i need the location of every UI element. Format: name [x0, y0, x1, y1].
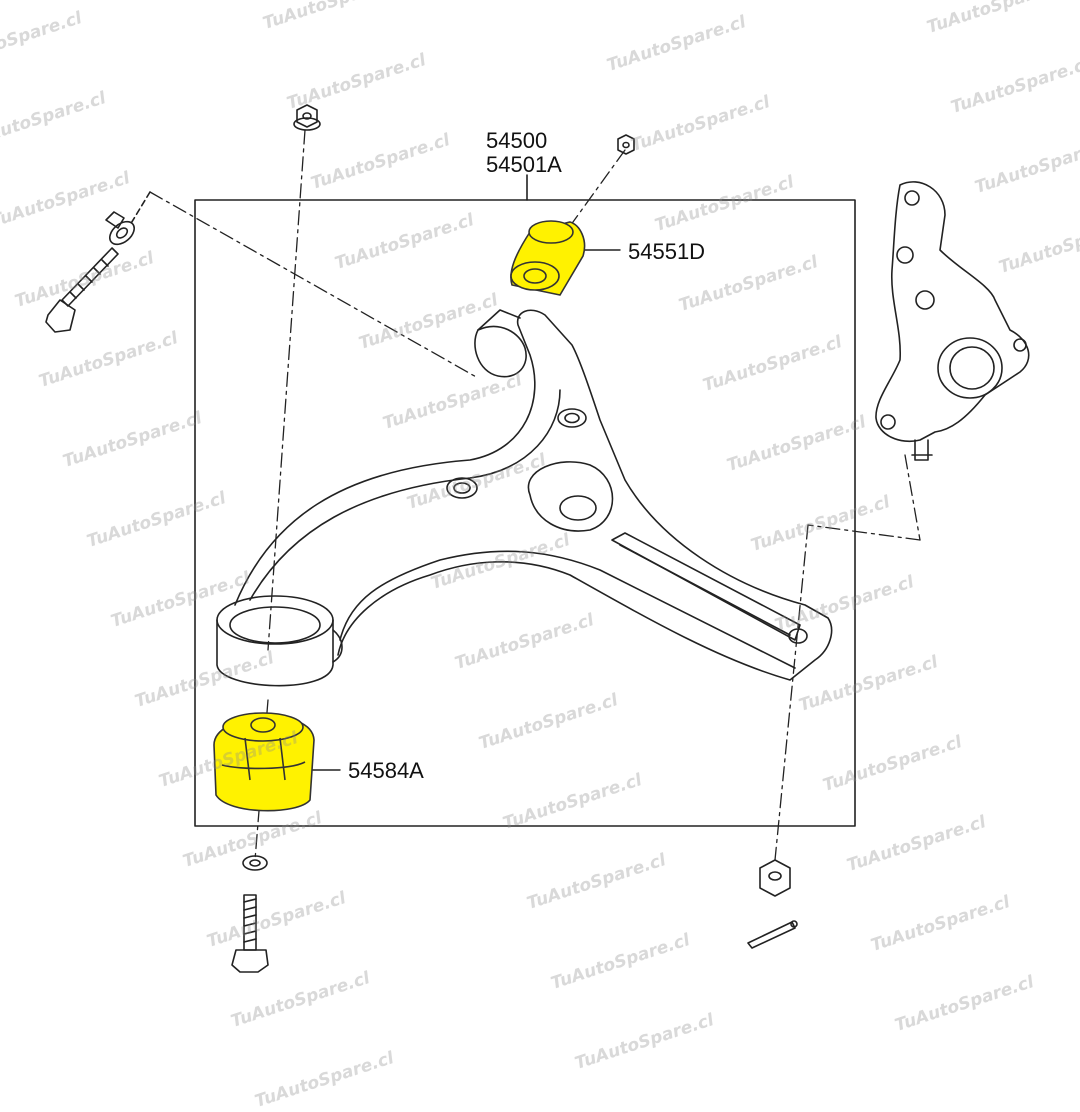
flange-nut-top	[293, 104, 321, 131]
part-number-lower-bushing: 54584A	[348, 758, 424, 783]
parts-diagram	[45, 104, 1030, 973]
highlighted-bushing-54584a	[213, 712, 315, 812]
front-bolt	[45, 211, 135, 333]
steering-knuckle	[875, 181, 1030, 461]
part-number-assembly: 54500	[486, 128, 548, 153]
small-nut-top	[617, 134, 635, 155]
highlighted-bushing-54551d	[510, 220, 586, 296]
assembly-frame	[194, 199, 856, 827]
castle-nut	[759, 859, 791, 897]
lower-control-arm	[216, 309, 833, 687]
cotter-pin	[747, 920, 798, 949]
part-number-upper-bushing: 54551D	[628, 239, 706, 264]
part-number-assembly-alt: 54501A	[486, 152, 562, 177]
lower-bolt	[231, 855, 269, 973]
